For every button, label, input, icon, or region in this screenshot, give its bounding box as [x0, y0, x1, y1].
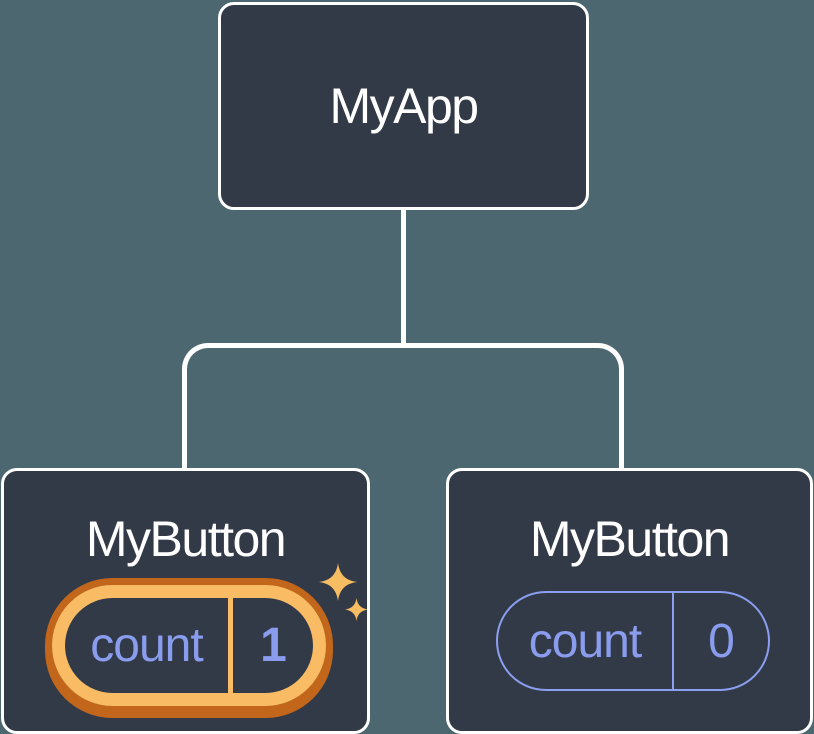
pill-divider — [672, 593, 674, 689]
state-label: count — [90, 619, 203, 672]
state-value: 1 — [260, 619, 287, 672]
sparkle-icon — [345, 598, 368, 621]
state-pill: count 0 — [496, 591, 770, 691]
node-mybutton-left: MyButton count 1 — [1, 468, 370, 734]
pill-divider — [228, 598, 233, 693]
node-myapp: MyApp — [218, 2, 589, 210]
node-mybutton-right: MyButton count 0 — [446, 468, 813, 734]
connector-branch-tee — [182, 343, 624, 469]
connector-root-stem — [401, 208, 406, 345]
sparkle-icon — [319, 563, 357, 601]
node-mybutton-left-title: MyButton — [85, 511, 287, 567]
state-label: count — [528, 614, 642, 668]
node-mybutton-right-title: MyButton — [529, 511, 731, 567]
state-value: 0 — [708, 614, 735, 668]
node-myapp-title: MyApp — [329, 78, 479, 134]
state-pill-highlighted: count 1 — [52, 585, 326, 706]
